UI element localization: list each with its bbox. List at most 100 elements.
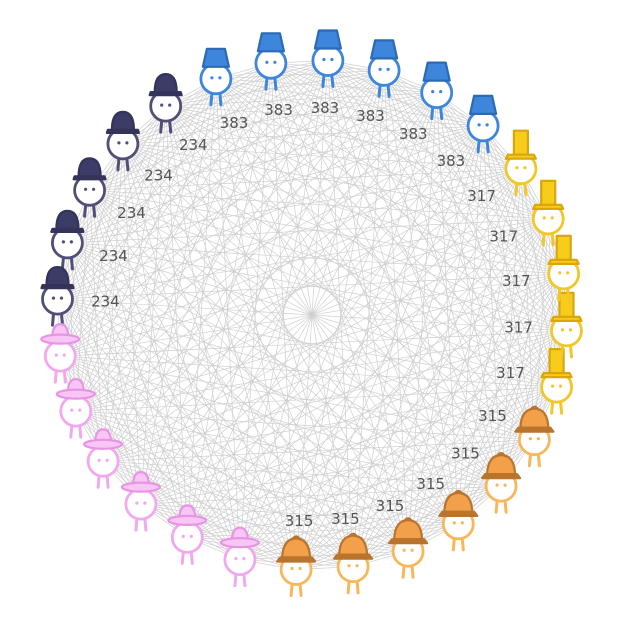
- edge: [57, 78, 217, 300]
- edge: [102, 273, 564, 462]
- bucket-hat-icon: [256, 32, 285, 53]
- edge: [67, 218, 549, 244]
- edge: [67, 242, 241, 560]
- node-pink-sunhat-5: [167, 504, 208, 565]
- edge: [407, 330, 567, 552]
- edge: [57, 70, 385, 300]
- edge: [482, 125, 557, 388]
- edge: [270, 63, 557, 388]
- edge: [102, 63, 272, 462]
- edge: [103, 386, 557, 462]
- edges-layer: [57, 60, 567, 570]
- edge: [103, 330, 567, 462]
- edge: [57, 298, 502, 487]
- node-label: 317: [489, 228, 518, 246]
- edge: [215, 78, 354, 567]
- edge: [122, 70, 385, 145]
- edge: [60, 168, 522, 357]
- edge: [57, 92, 437, 300]
- node-label: 317: [504, 318, 533, 336]
- edge: [436, 92, 549, 220]
- edge: [60, 355, 557, 388]
- edge: [89, 190, 297, 570]
- sunhat-hat-icon: [219, 526, 260, 549]
- edge: [75, 168, 522, 412]
- tophat-hat-icon: [550, 291, 583, 322]
- edge: [383, 70, 409, 552]
- edge: [102, 125, 484, 462]
- edge: [122, 143, 354, 567]
- edge: [122, 143, 521, 170]
- sunhat-hat-icon: [82, 428, 124, 450]
- edge: [89, 189, 549, 220]
- node-pink-sunhat-2: [55, 378, 96, 439]
- edge: [215, 78, 459, 525]
- edge: [187, 330, 567, 538]
- edge: [482, 125, 565, 275]
- deerstalker-hat-icon: [276, 535, 317, 563]
- edge: [75, 60, 329, 412]
- edge: [60, 125, 484, 357]
- edge: [102, 92, 437, 462]
- edge: [67, 63, 272, 244]
- edge: [122, 143, 459, 525]
- node-orange-deerstalker-2: [333, 532, 374, 595]
- edge: [57, 218, 549, 300]
- edge: [187, 168, 522, 538]
- edge: [67, 242, 535, 441]
- edge: [383, 70, 502, 487]
- node-label: 317: [467, 187, 496, 205]
- edge: [103, 460, 502, 487]
- edge: [165, 60, 328, 107]
- edge: [436, 92, 567, 332]
- edge: [67, 242, 564, 275]
- edge: [187, 125, 484, 538]
- node-navy-bowler-1: [148, 72, 183, 134]
- edge: [67, 242, 567, 332]
- edge: [89, 60, 329, 191]
- edge: [239, 60, 329, 560]
- edge: [140, 273, 564, 505]
- edge: [327, 60, 484, 127]
- edge: [60, 355, 535, 441]
- edge: [239, 63, 272, 560]
- edge: [140, 63, 272, 505]
- bucket-hat-icon: [370, 39, 399, 60]
- node-label: 315: [416, 475, 445, 493]
- node-navy-bowler-4: [50, 209, 85, 271]
- node-navy-bowler-2: [105, 110, 141, 172]
- bowler-hat-icon: [105, 110, 141, 134]
- deerstalker-hat-icon: [481, 452, 522, 480]
- node-navy-bowler-3: [72, 157, 107, 218]
- edge: [187, 439, 535, 538]
- tophat-hat-icon: [540, 348, 573, 379]
- edge: [165, 106, 297, 570]
- edge: [215, 78, 437, 93]
- bucket-hat-icon: [313, 29, 342, 50]
- edge: [327, 60, 549, 220]
- edge: [187, 218, 549, 538]
- edge: [75, 125, 484, 412]
- edge: [89, 190, 188, 538]
- node-label: 383: [356, 107, 385, 125]
- sunhat-hat-icon: [55, 378, 96, 400]
- node-yellow-tophat-5: [504, 129, 538, 197]
- edge: [140, 106, 167, 505]
- edge: [186, 70, 385, 538]
- edge: [75, 143, 124, 412]
- edge: [57, 298, 142, 505]
- edge: [57, 143, 124, 300]
- node-label: 234: [91, 293, 120, 311]
- node-label: 383: [220, 114, 249, 132]
- edge: [186, 60, 329, 538]
- node-label: 315: [451, 444, 480, 462]
- node-label: 383: [437, 152, 466, 170]
- node-label: 315: [285, 512, 314, 530]
- edge: [57, 298, 557, 388]
- tophat-hat-icon: [547, 234, 580, 265]
- edge: [140, 78, 217, 505]
- node-label: 315: [376, 497, 405, 515]
